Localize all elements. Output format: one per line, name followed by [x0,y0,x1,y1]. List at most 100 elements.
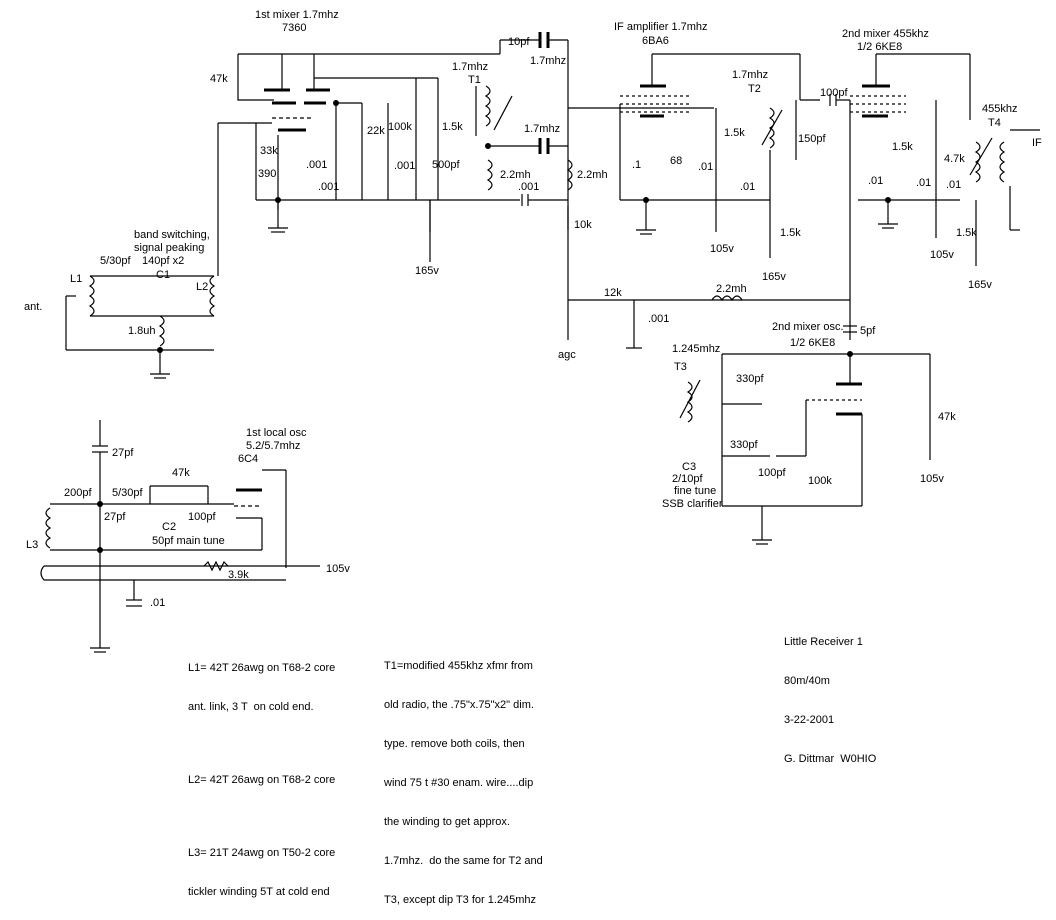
l2-label: L2 [196,281,208,293]
c01-if-label: .01 [698,161,713,173]
r1-5k-mix-label: 1.5k [442,121,463,133]
b105v-c-label: 105v [920,473,944,485]
transformer-note-d: wind 75 t #30 enam. wire....dip [384,777,534,789]
c3-label: C3 [682,461,696,473]
r4-7k-label: 4.7k [944,153,965,165]
band-switch-3-label: 140pf x2 [142,255,184,267]
mixer2-label: 2nd mixer 455khz [842,28,929,40]
t1-label: T1 [468,74,481,86]
mixer1-label: 1st mixer 1.7mhz [255,9,339,21]
c1-7mhz-top-label: 1.7mhz [530,55,566,67]
coil-note-l3-a: L3= 21T 24awg on T50-2 core [188,847,336,859]
t4-label: T4 [988,117,1001,129]
transformer-note-g: T3, except dip T3 for 1.245mhz [384,894,537,906]
r12k-label: 12k [604,287,622,299]
b165v-a-label: 165v [415,265,439,277]
c01-m2b-label: .01 [916,177,931,189]
c01-m2c-label: .01 [946,179,961,191]
ant-label: ant. [24,301,42,313]
mixer2-tube-symbol [850,54,906,118]
c2-val-label: 50pf main tune [152,535,225,547]
r47k-top-label: 47k [210,73,228,85]
title-bands: 80m/40m [784,675,830,687]
c100pf-osc-label: 100pf [758,467,786,479]
coil-note-l2: L2= 42T 26awg on T68-2 core [188,774,336,786]
r100k-mix-label: 100k [388,121,412,133]
coil-notes-spacer [188,813,335,821]
l1-8uh-label: 1.8uh [128,325,156,337]
coil-note-l1-a: L1= 42T 26awg on T68-2 core [188,662,336,674]
c3-use1-label: fine tune [674,485,716,497]
c150pf-label: 150pf [798,133,826,145]
c001-agc-label: .001 [648,313,669,325]
c10pf-label: 10pf [508,36,530,48]
c27pf-b-label: 27pf [104,511,126,523]
c1-label: C1 [156,269,170,281]
r1-5k-t4-label: 1.5k [956,227,977,239]
if-amp-tube-label: 6BA6 [642,35,669,47]
coil-note-l3-b: tickler winding 5T at cold end [188,886,330,898]
mixer1-tube-label: 7360 [282,22,306,34]
c001-d-label: .001 [518,181,539,193]
c01-lo-label: .01 [150,597,165,609]
c001-a-label: .001 [306,159,327,171]
if-out-label: IF [1032,137,1042,149]
c-530pf-in-label: 5/30pf [100,255,132,267]
coil-notes-spacer [188,740,335,748]
r1-5k-if-label: 1.5k [724,127,745,139]
transformer-note-e: the winding to get approx. [384,816,510,828]
title-block: Little Receiver 1 80m/40m 3-22-2001 G. D… [784,610,876,779]
r22k-label: 22k [367,125,385,137]
if-amp-tube-symbol [620,54,690,118]
transformer-note-f: 1.7mhz. do the same for T2 and [384,855,543,867]
c2-label: C2 [162,521,176,533]
lo1-tube-label: 6C4 [238,453,258,465]
r33k-label: 33k [260,145,278,157]
transformer-notes: T1=modified 455khz xfmr from old radio, … [384,634,543,920]
l2-2mh-a-label: 2.2mh [500,169,531,181]
t1-freq-label: 1.7mhz [452,61,488,73]
osc2-tube-label: 1/2 6KE8 [790,337,835,349]
r3-9k-label: 3.9k [228,569,249,581]
l2-2mh-b-label: 2.2mh [577,169,608,181]
b165v-b-label: 165v [762,271,786,283]
b165v-c-label: 165v [968,279,992,291]
mixer2-tube-label: 1/2 6KE8 [857,41,902,53]
agc-label: agc [558,349,576,361]
r390-label: 390 [258,168,276,180]
coil-notes: L1= 42T 26awg on T68-2 core ant. link, 3… [188,636,335,912]
r100k-osc-label: 100k [808,475,832,487]
c330pf-a-label: 330pf [736,373,764,385]
c-1-label: .1 [632,159,641,171]
t3-freq-label: 1.245mhz [672,343,720,355]
title-author: G. Dittmar W0HIO [784,753,877,765]
r1-5k-m2-label: 1.5k [892,141,913,153]
c100pf-m2-label: 100pf [820,87,848,99]
title-name: Little Receiver 1 [784,636,863,648]
r68-label: 68 [670,155,682,167]
c-530pf-lo-label: 5/30pf [112,487,144,499]
t2-freq-label: 1.7mhz [732,69,768,81]
if-amp-label: IF amplifier 1.7mhz [614,21,708,33]
band-switch-2-label: signal peaking [134,242,204,254]
t3-label: T3 [674,361,687,373]
c5pf-label: 5pf [860,325,876,337]
title-date: 3-22-2001 [784,714,835,726]
c01-t2-label: .01 [740,181,755,193]
r47k-osc-label: 47k [938,411,956,423]
l2-2mh-c-label: 2.2mh [716,283,747,295]
b105v-lo-label: 105v [326,563,350,575]
t4-freq-label: 455khz [982,103,1017,115]
l1-label: L1 [70,273,82,285]
coil-note-l1-b: ant. link, 3 T on cold end. [188,701,314,713]
b105v-b-label: 105v [930,249,954,261]
c001-c-label: .001 [394,160,415,172]
band-switch-1-label: band switching, [134,229,210,241]
r1-5k-t2-label: 1.5k [780,227,801,239]
lo1-tube-symbol [234,488,262,519]
r10k-label: 10k [574,219,592,231]
b105v-a-label: 105v [710,243,734,255]
transformer-note-b: old radio, the .75"x.75"x2" dim. [384,699,534,711]
transformer-note-c: type. remove both coils, then [384,738,525,750]
c3-val-label: 2/10pf [672,473,704,485]
